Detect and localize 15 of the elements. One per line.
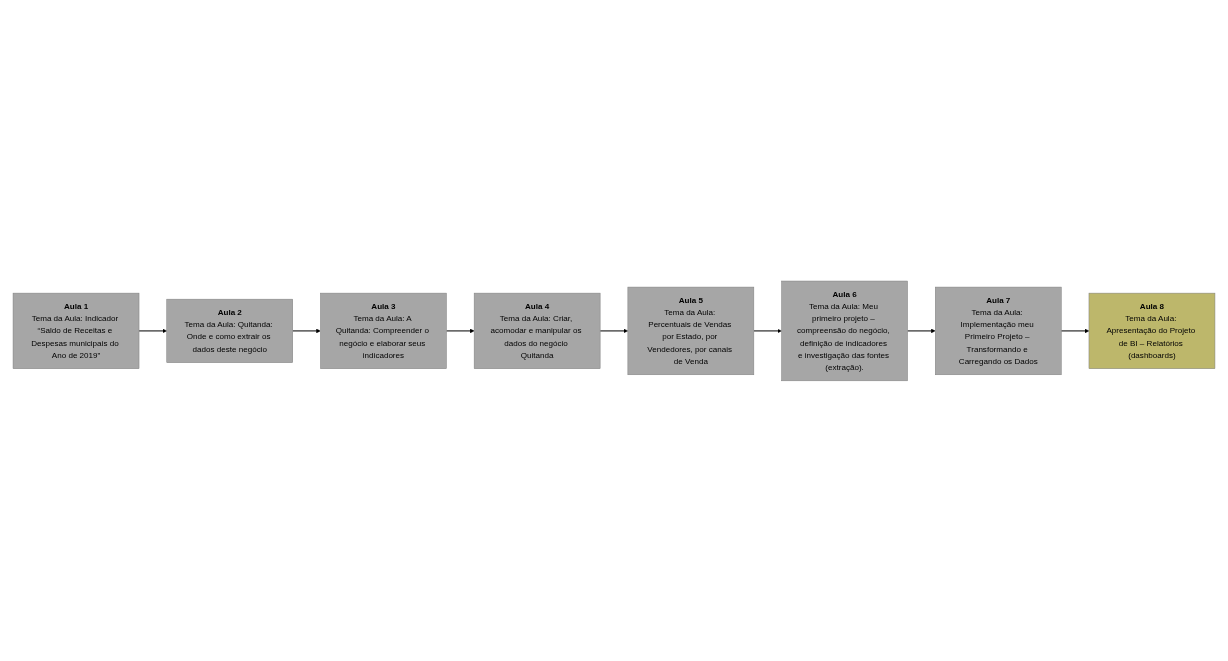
node-box: Aula 4 Tema da Aula: Criar, acomodar e manipular os dados do negócio Quitanda <box>473 292 601 369</box>
arrow <box>599 328 629 333</box>
node-box: Aula 7 Tema da Aula: Implementação meu Primeiro Projeto – Transformando e Carregando os Dados <box>935 286 1062 375</box>
node-box: Aula 3 Tema da Aula: A Quitanda: Compreender o negócio e elaborar seus indicadores <box>320 292 447 369</box>
arrow <box>907 328 936 333</box>
arrow <box>138 328 167 333</box>
arrow <box>753 328 782 333</box>
node-box: Aula 6 Tema da Aula: Meu primeiro projeto – compreensão do negócio, definição de indicadores e investigação das fontes (extração). <box>781 280 908 381</box>
node-box: Aula 5 Tema da Aula: Percentuais de Vendas por Estado, por Vendedores, por canais de Venda <box>627 286 755 375</box>
node-box: Aula 2 Tema da Aula: Quitanda: Onde e como extrair os dados deste negócio <box>166 298 293 363</box>
arrow <box>445 328 475 333</box>
arrow <box>292 328 321 333</box>
node-box: Aula 1 Tema da Aula: Indicador “Saldo de Receitas e Despesas municipais do Ano de 2019” <box>12 292 140 369</box>
node-box: Aula 8 Tema da Aula: Apresentação do Projeto de BI – Relatórios (dashboards) <box>1088 292 1216 369</box>
arrow <box>1060 328 1090 333</box>
